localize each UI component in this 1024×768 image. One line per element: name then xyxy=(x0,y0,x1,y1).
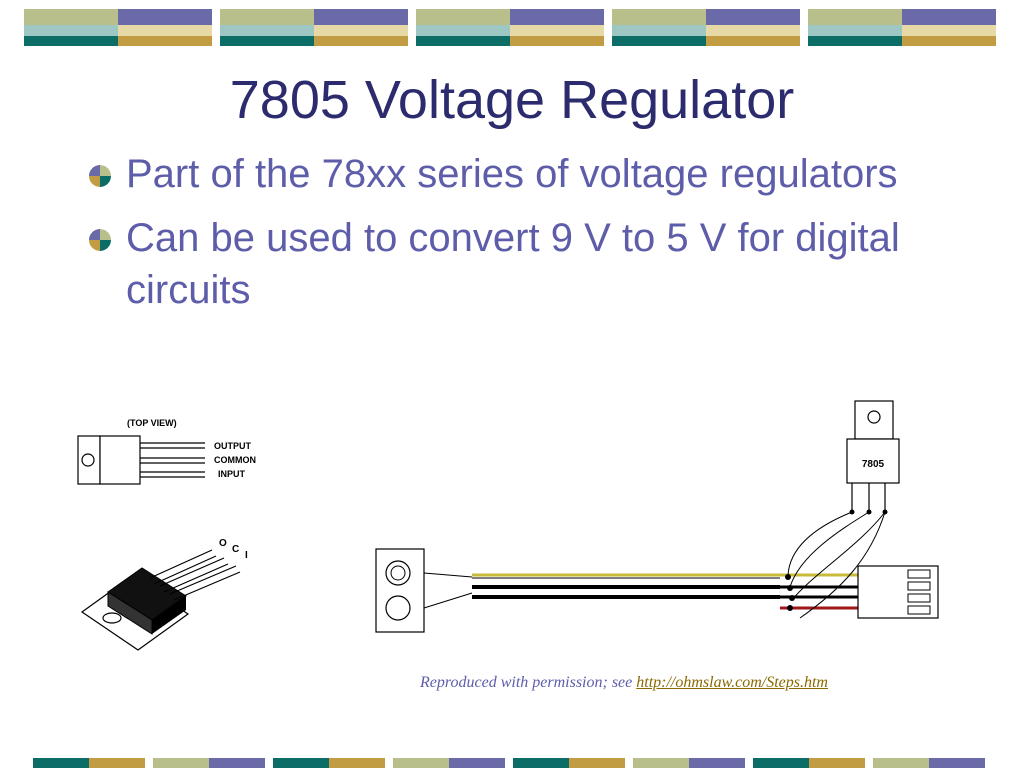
chip-label: 7805 xyxy=(862,459,885,470)
bullet-text: Can be used to convert 9 V to 5 V for di… xyxy=(126,216,900,312)
bottom-decorative-strip xyxy=(0,758,1024,768)
banner-block xyxy=(220,9,408,46)
lead-letter-o: O xyxy=(219,538,227,549)
source-link[interactable]: http://ohmslaw.com/Steps.htm xyxy=(636,674,828,691)
bullet-text: Part of the 78xx series of voltage regul… xyxy=(126,152,898,196)
quartered-circle-bullet-icon xyxy=(89,229,111,251)
pin-label-common: COMMON xyxy=(214,455,256,465)
banner-block xyxy=(416,9,604,46)
lead-letter-i: I xyxy=(245,550,248,561)
package-illustration: O C I xyxy=(80,538,248,651)
pin-label-input: INPUT xyxy=(218,469,246,479)
banner-block xyxy=(24,9,212,46)
bullet-list: Part of the 78xx series of voltage regul… xyxy=(88,148,948,328)
top-view-label: (TOP VIEW) xyxy=(127,418,177,428)
slide-title: 7805 Voltage Regulator xyxy=(229,70,795,130)
top-decorative-banner xyxy=(0,0,1024,50)
banner-block xyxy=(808,9,996,46)
quartered-circle-bullet-icon xyxy=(89,165,111,187)
pinout-top-view: (TOP VIEW) OUTPUT COMMON INPUT xyxy=(77,418,256,485)
banner-block xyxy=(612,9,800,46)
wiring-diagram: 7805 xyxy=(375,400,939,633)
bullet-item: Part of the 78xx series of voltage regul… xyxy=(88,148,948,200)
permission-caption: Reproduced with permission; see http://o… xyxy=(420,674,828,692)
lead-letter-c: C xyxy=(232,544,239,555)
pin-label-output: OUTPUT xyxy=(214,441,252,451)
bullet-item: Can be used to convert 9 V to 5 V for di… xyxy=(88,212,948,316)
caption-text: Reproduced with permission; see xyxy=(420,674,637,691)
